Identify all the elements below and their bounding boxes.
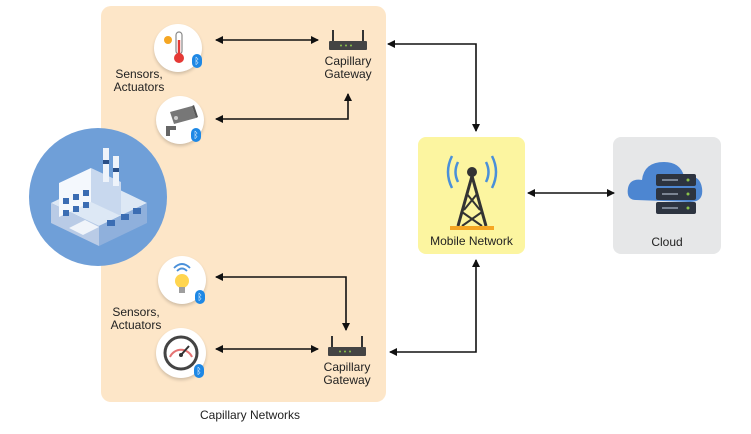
mobile-network-box — [418, 137, 525, 254]
bluetooth-icon: ᛒ — [191, 128, 201, 142]
cloud-label: Cloud — [651, 235, 683, 249]
router-icon — [329, 30, 367, 50]
sensors-actuators-label-bottom: Sensors,Actuators — [110, 305, 162, 332]
sensors-actuators-label-top: Sensors,Actuators — [113, 67, 165, 94]
factory-illustration — [51, 148, 147, 246]
router-icon — [328, 336, 366, 356]
bluetooth-icon: ᛒ — [192, 54, 202, 68]
cell-tower-icon — [446, 155, 498, 230]
bluetooth-icon: ᛒ — [195, 290, 205, 304]
capillary-networks-label: Capillary Networks — [199, 408, 301, 422]
security-camera-icon — [166, 105, 198, 136]
bluetooth-icon: ᛒ — [194, 364, 204, 378]
thermometer-icon — [164, 31, 184, 63]
smart-bulb-icon — [173, 263, 191, 293]
cloud-server-icon — [627, 162, 703, 214]
gauge-icon — [163, 335, 199, 371]
mobile-network-label: Mobile Network — [430, 234, 513, 248]
